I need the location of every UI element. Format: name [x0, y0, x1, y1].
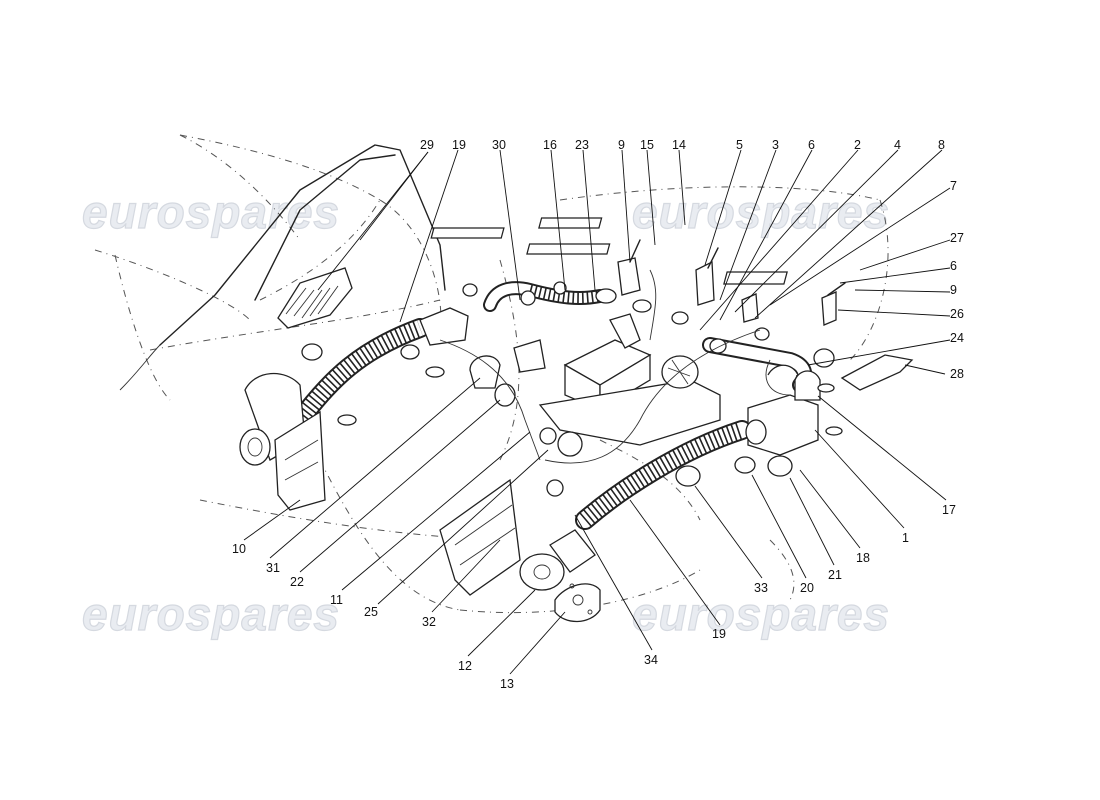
callout-33: 33 [754, 581, 768, 595]
callout-6: 6 [808, 138, 815, 152]
callout-31: 31 [266, 561, 280, 575]
control-cables [439, 269, 791, 464]
callout-19: 19 [712, 627, 726, 641]
central-heater-unit [538, 339, 721, 446]
left-blower-unit [239, 372, 326, 511]
callout-14: 14 [672, 138, 686, 152]
callout-2: 2 [854, 138, 861, 152]
callout-7: 7 [950, 179, 957, 193]
callout-19: 19 [452, 138, 466, 152]
watermark: eurospares [632, 588, 890, 640]
lower-fan-motor [519, 529, 601, 623]
callout-28: 28 [950, 367, 964, 381]
left-corrugated-hose [290, 318, 430, 430]
callout-24: 24 [950, 331, 964, 345]
callout-17: 17 [942, 503, 956, 517]
clamps-and-rings [301, 281, 843, 497]
callout-9: 9 [950, 283, 957, 297]
callout-13: 13 [500, 677, 514, 691]
callout-26: 26 [950, 307, 964, 321]
callout-23: 23 [575, 138, 589, 152]
callout-4: 4 [894, 138, 901, 152]
callout-1: 1 [902, 531, 909, 545]
callout-22: 22 [290, 575, 304, 589]
callout-6: 6 [950, 259, 957, 273]
callout-27: 27 [950, 231, 964, 245]
leader-lines [243, 149, 951, 675]
pedal-part [277, 267, 353, 329]
callout-3: 3 [772, 138, 779, 152]
callout-20: 20 [800, 581, 814, 595]
callout-32: 32 [422, 615, 436, 629]
callout-34: 34 [644, 653, 658, 667]
callout-15: 15 [640, 138, 654, 152]
callout-12: 12 [458, 659, 472, 673]
callout-labels: 29 19 30 16 23 9 15 14 5 3 6 2 4 8 7 27 … [232, 138, 964, 691]
callout-11: 11 [330, 593, 343, 607]
door-pillar [119, 144, 446, 391]
callout-18: 18 [856, 551, 870, 565]
watermark: eurospares [632, 186, 890, 238]
right-bracket-plate [840, 354, 914, 391]
callout-5: 5 [736, 138, 743, 152]
upper-small-hoses [483, 281, 607, 312]
callout-25: 25 [364, 605, 378, 619]
watermark: eurospares [82, 186, 340, 238]
callout-8: 8 [938, 138, 945, 152]
callout-21: 21 [828, 568, 842, 582]
lower-duct-bracket [439, 478, 521, 596]
watermark: eurospares [82, 588, 340, 640]
right-heater-box [745, 370, 821, 456]
callout-9: 9 [618, 138, 625, 152]
callout-30: 30 [492, 138, 506, 152]
lower-corrugated-hose [575, 420, 752, 530]
callout-16: 16 [543, 138, 557, 152]
callout-10: 10 [232, 542, 246, 556]
callout-29: 29 [420, 138, 434, 152]
